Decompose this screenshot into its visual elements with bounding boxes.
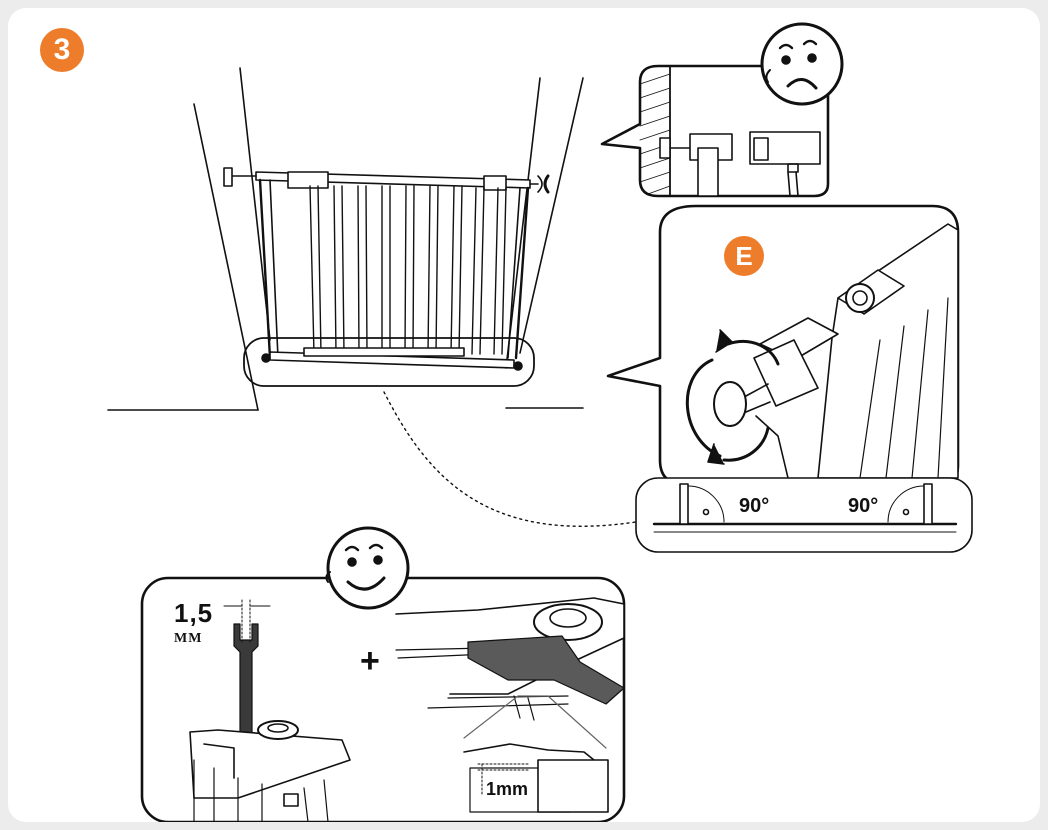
- rotate-arrows-icon: [685, 329, 780, 465]
- diagram-artwork: [107, 22, 973, 822]
- detail-e-badge: E: [724, 236, 764, 276]
- step-number: 3: [53, 33, 71, 66]
- step-badge: 3: [40, 28, 84, 72]
- sad-face-icon: [760, 22, 844, 106]
- plus-sign: +: [360, 642, 380, 680]
- angle-strip: [635, 477, 973, 553]
- angle-label-right: 90°: [848, 495, 879, 517]
- detail-adjustment: [140, 576, 626, 822]
- gap-value: 1,5: [174, 598, 214, 628]
- angle-label-left: 90°: [739, 495, 770, 517]
- happy-face-icon: [325, 526, 410, 610]
- gap-unit: MM: [174, 631, 203, 646]
- detail-e-letter: E: [735, 241, 753, 271]
- instruction-panel: 3 E 90° 90° 1,5 MM 1mm +: [8, 8, 1040, 822]
- dotted-connector: [383, 391, 649, 527]
- gate-scene: [107, 67, 584, 411]
- detail-wall-contact: [600, 64, 830, 198]
- clearance-label: 1mm: [486, 779, 529, 799]
- detail-e-rotation: [606, 204, 960, 486]
